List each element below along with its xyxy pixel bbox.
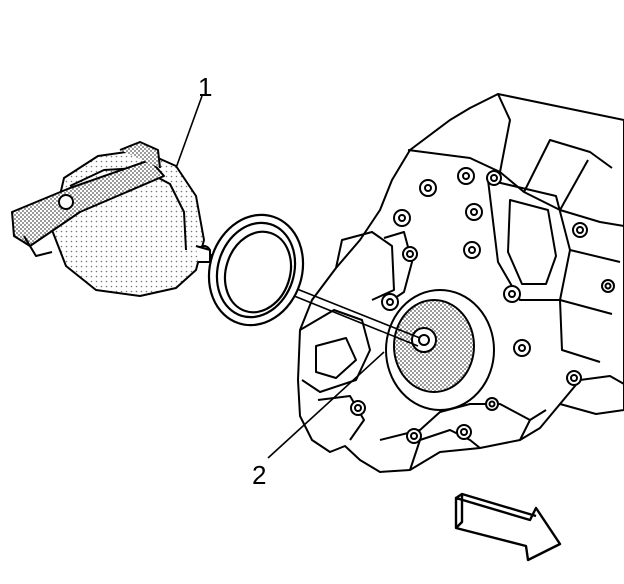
arrow-right-icon (454, 492, 562, 562)
block-bolts (350, 167, 615, 444)
callout-1: 1 (198, 72, 213, 102)
seal-installer-tool (11, 141, 211, 297)
leader-lines (175, 95, 385, 459)
crankshaft-hub (385, 289, 495, 411)
engine-block (297, 93, 624, 473)
callout-2: 2 (252, 460, 267, 490)
rear-main-seal (207, 213, 305, 327)
